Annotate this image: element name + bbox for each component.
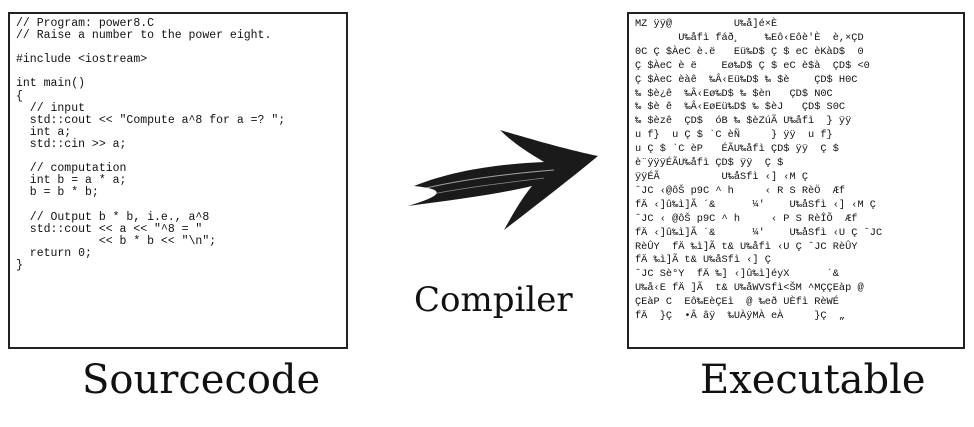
source-code-text: // Program: power8.C // Raise a number t…	[16, 17, 286, 272]
executable-caption: Executable	[700, 357, 926, 403]
source-code-box: // Program: power8.C // Raise a number t…	[8, 12, 348, 349]
executable-box: MZ ÿÿ@ U‰å]é×È U‰åfì fáð¸ ‰Eô‹Eôè'È è,×Ç…	[627, 12, 965, 349]
executable-bytes-text: MZ ÿÿ@ U‰å]é×È U‰åfì fáð¸ ‰Eô‹Eôè'È è,×Ç…	[635, 18, 883, 323]
sourcecode-caption: Sourcecode	[82, 357, 321, 403]
compiler-label: Compiler	[414, 280, 573, 320]
compile-arrow-icon	[408, 130, 598, 230]
